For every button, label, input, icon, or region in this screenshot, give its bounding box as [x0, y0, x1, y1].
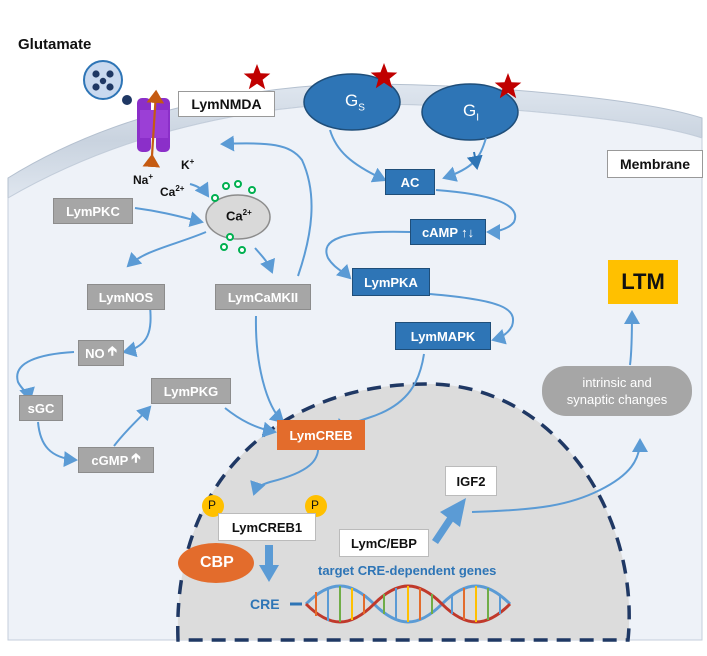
- star-icon: [370, 63, 398, 89]
- calcium-pool-icon: [205, 194, 271, 240]
- lymcebp-box: LymC/EBP: [339, 529, 429, 557]
- lymcreb-box: LymCREB: [277, 420, 365, 450]
- dna-helix-icon: [304, 584, 512, 624]
- calcium-ion-dots-icon: [211, 180, 256, 254]
- membrane-label: Membrane: [607, 150, 703, 178]
- target-genes-label: target CRE-dependent genes: [318, 563, 497, 578]
- up-arrow-icon: 🡱: [131, 450, 141, 465]
- cre-label: CRE: [250, 596, 280, 612]
- star-icon: [494, 73, 522, 99]
- sodium-ion-label: Na+: [133, 172, 154, 187]
- lympkc-box: LymPKC: [53, 198, 133, 224]
- camp-box: cAMP↑↓: [410, 219, 486, 245]
- calcium-ion-label: Ca2+: [160, 184, 185, 199]
- glutamate-label: Glutamate: [18, 36, 92, 53]
- lymcamkii-box: LymCaMKII: [215, 284, 311, 310]
- ltm-box: LTM: [608, 260, 678, 304]
- up-arrow-icon: 🡱: [107, 343, 117, 358]
- calcium-pool-label: Ca2+: [226, 208, 252, 224]
- glutamate-vesicle-icon: [83, 60, 123, 100]
- lympkg-box: LymPKG: [151, 378, 231, 404]
- lymcreb1-box: LymCREB1: [218, 513, 316, 541]
- ion-flow-arrow-icon: [142, 89, 165, 168]
- phosphate-icon: [305, 495, 327, 517]
- igf2-box: IGF2: [445, 466, 497, 496]
- phosphate-icon: [202, 495, 224, 517]
- lympka-box: LymPKA: [352, 268, 430, 296]
- cbp-label: CBP: [200, 554, 234, 571]
- glutamate-molecule-icon: [122, 95, 132, 105]
- ac-box: AC: [385, 169, 435, 195]
- phosphate-label: P: [311, 498, 320, 512]
- gi-protein-icon: [421, 83, 519, 141]
- lymmapk-box: LymMAPK: [395, 322, 491, 350]
- cgmp-box: cGMP🡱: [78, 447, 154, 473]
- phosphate-label: P: [208, 498, 217, 512]
- nmda-receptor-label: LymNMDA: [178, 91, 275, 117]
- no-box: NO🡱: [78, 340, 124, 366]
- cbp-protein-icon: [178, 543, 254, 583]
- gs-protein-label: GS: [345, 91, 365, 114]
- synaptic-changes-box: intrinsic and synaptic changes: [542, 366, 692, 416]
- potassium-ion-label: K+: [181, 157, 195, 172]
- lymnos-box: LymNOS: [87, 284, 165, 310]
- gi-protein-label: GI: [463, 101, 480, 124]
- thick-arrow-icon: [432, 498, 466, 544]
- star-icon: [243, 64, 271, 90]
- sgc-box: sGC: [19, 395, 63, 421]
- thick-arrow-icon: [259, 545, 279, 582]
- up-down-arrow-icon: ↑↓: [461, 224, 475, 240]
